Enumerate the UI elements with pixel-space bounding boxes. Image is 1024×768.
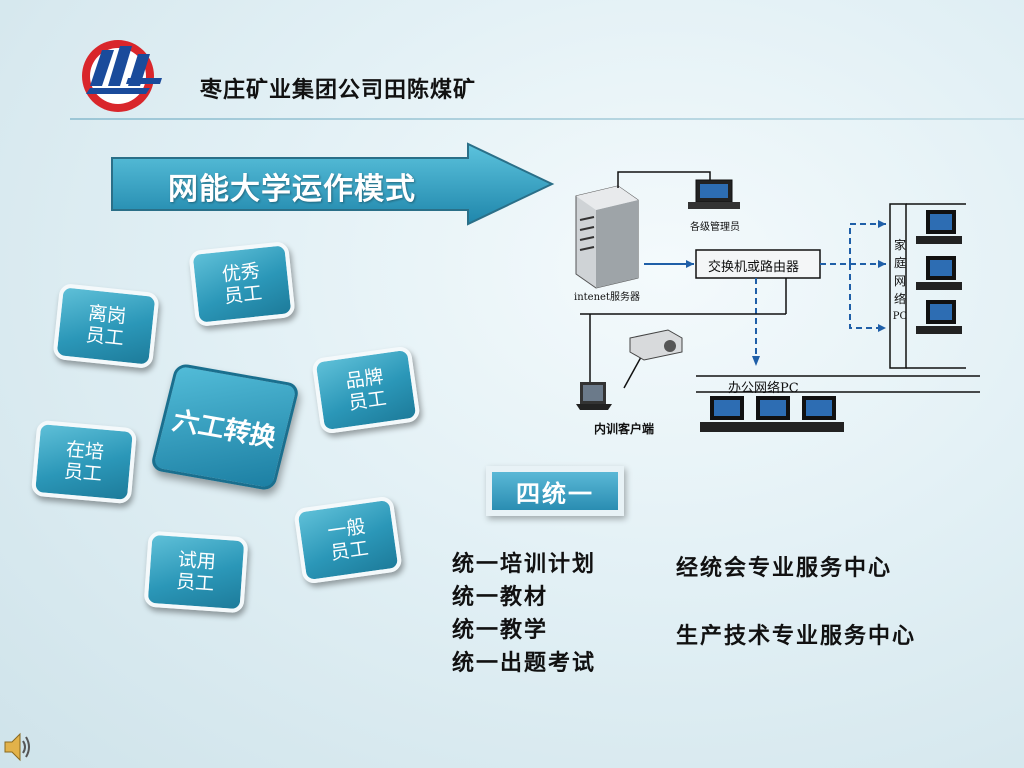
home-network-label: 家 庭 网 络 PC	[892, 238, 908, 322]
tile-training-staff: 在培员工	[30, 419, 138, 505]
service-center-1: 经统会专业服务中心	[676, 555, 893, 581]
office-network-label: 办公网络PC	[728, 381, 799, 396]
client-laptop-icon	[576, 382, 612, 410]
tile-probation-staff: 试用员工	[143, 530, 249, 614]
server-label: intenet服务器	[574, 292, 640, 303]
six-work-center: 六工转换	[149, 362, 301, 492]
four-unify-title-box: 四统一	[486, 466, 624, 516]
unify-item: 统一教材	[452, 584, 549, 610]
tile-excellent-staff: 优秀员工	[188, 240, 296, 328]
office-pc-icon	[700, 396, 750, 432]
switch-label: 交换机或路由器	[708, 260, 800, 275]
server-icon	[575, 185, 639, 289]
service-center-2: 生产技术专业服务中心	[676, 623, 917, 649]
network-diagram	[575, 171, 980, 432]
tile-general-staff: 一般员工	[293, 495, 403, 585]
home-pc-icon	[916, 300, 962, 334]
office-pc-icon	[748, 396, 798, 432]
home-pc-icon	[916, 210, 962, 244]
four-unify-title: 四统一	[492, 472, 618, 510]
unify-item: 统一出题考试	[452, 650, 597, 676]
home-pc-icon	[916, 256, 962, 290]
company-logo	[80, 36, 164, 116]
unify-list: 统一培训计划 统一教材 统一教学 统一出题考试	[452, 548, 596, 680]
office-pc-icon	[794, 396, 844, 432]
company-title: 枣庄矿业集团公司田陈煤矿	[200, 78, 477, 103]
tile-brand-staff: 品牌员工	[311, 345, 421, 435]
admin-label: 各级管理员	[690, 222, 740, 233]
admin-computer-icon	[688, 179, 740, 209]
mode-arrow-label: 网能大学运作模式	[168, 172, 416, 207]
mode-arrow: 网能大学运作模式	[108, 140, 556, 228]
header-divider	[70, 118, 1024, 120]
speaker-icon[interactable]	[2, 730, 32, 764]
tile-off-post-staff: 离岗员工	[52, 282, 160, 370]
unify-item: 统一教学	[452, 617, 549, 643]
client-label: 内训客户端	[594, 422, 655, 436]
unify-item: 统一培训计划	[452, 551, 597, 577]
projector-icon	[629, 329, 683, 361]
